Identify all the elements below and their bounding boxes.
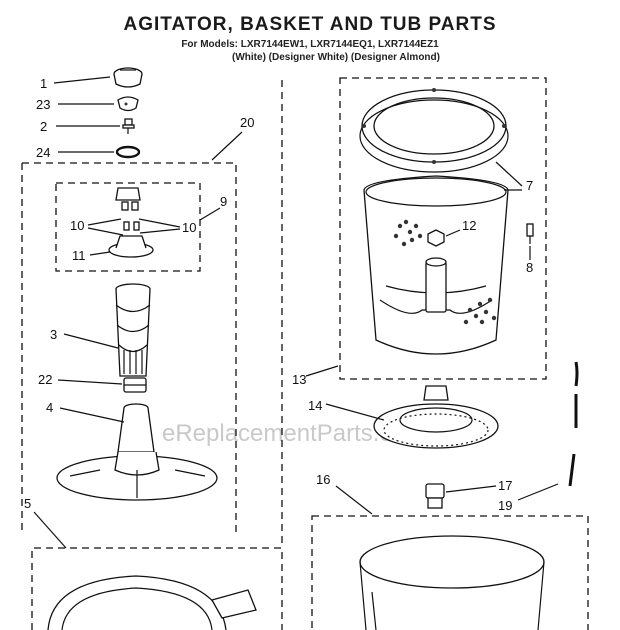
callout-4: 4 — [46, 400, 125, 423]
svg-text:16: 16 — [316, 472, 330, 487]
callout-10-right: 10 — [138, 218, 196, 235]
callout-17: 17 — [445, 478, 512, 493]
agitator-auger — [115, 283, 151, 377]
callout-14: 14 — [308, 398, 385, 421]
models-line: For Models: LXR7144EW1, LXR7144EQ1, LXR7… — [181, 39, 439, 50]
callout-12: 12 — [445, 218, 476, 237]
callout-9: 9 — [199, 194, 227, 221]
tub-bearing — [425, 483, 445, 509]
balance-ring — [359, 88, 509, 173]
tub-outline — [311, 515, 589, 630]
callout-8: 8 — [526, 246, 533, 275]
svg-text:2: 2 — [40, 119, 47, 134]
callout-10-left: 10 — [70, 218, 124, 236]
callout-23: 23 — [36, 97, 114, 112]
diagram-title: AGITATOR, BASKET AND TUB PARTS — [123, 14, 497, 35]
agitator-cap — [113, 67, 143, 88]
colors-line: (White) (Designer White) (Designer Almon… — [232, 52, 440, 63]
svg-text:8: 8 — [526, 260, 533, 275]
o-ring — [115, 145, 141, 159]
svg-text:5: 5 — [24, 496, 31, 511]
callout-3: 3 — [50, 327, 119, 349]
svg-text:13: 13 — [292, 372, 306, 387]
svg-text:10: 10 — [70, 218, 84, 233]
tub-seal-ring — [373, 403, 499, 449]
svg-text:24: 24 — [36, 145, 50, 160]
wash-basket — [363, 175, 509, 355]
callout-1: 1 — [40, 76, 111, 91]
svg-text:20: 20 — [240, 115, 254, 130]
svg-text:17: 17 — [498, 478, 512, 493]
callout-19: 19 — [498, 483, 559, 513]
svg-text:22: 22 — [38, 372, 52, 387]
basket-screw — [526, 223, 534, 244]
callout-22: 22 — [38, 372, 123, 387]
callout-7: 7 — [495, 161, 533, 193]
agitator-dogs — [108, 187, 154, 258]
basket-assembly-outline — [339, 77, 547, 380]
callout-16: 16 — [316, 472, 373, 515]
dogs-kit-outline — [55, 182, 201, 272]
svg-text:23: 23 — [36, 97, 50, 112]
svg-text:4: 4 — [46, 400, 53, 415]
callout-5: 5 — [24, 496, 67, 549]
svg-text:3: 3 — [50, 327, 57, 342]
svg-text:19: 19 — [498, 498, 512, 513]
callout-2: 2 — [40, 119, 120, 134]
cam — [123, 377, 147, 393]
hose — [568, 361, 579, 487]
tub-ring-outline — [31, 547, 283, 630]
svg-text:7: 7 — [526, 178, 533, 193]
cap-insert — [117, 96, 139, 112]
svg-text:9: 9 — [220, 194, 227, 209]
callout-24: 24 — [36, 145, 114, 160]
svg-text:1: 1 — [40, 76, 47, 91]
callout-20: 20 — [211, 115, 254, 161]
agitator-assembly-outline — [22, 162, 237, 535]
callout-11: 11 — [72, 248, 111, 263]
agitator-base — [56, 403, 218, 501]
svg-text:12: 12 — [462, 218, 476, 233]
outer-tub — [359, 535, 545, 630]
svg-text:11: 11 — [72, 248, 86, 263]
tub-ring — [47, 575, 257, 630]
basket-spanner-nut — [427, 229, 445, 247]
agitator-bolt — [122, 118, 135, 134]
basket-drive-hub — [423, 385, 449, 401]
svg-text:10: 10 — [182, 220, 196, 235]
callout-13: 13 — [292, 365, 339, 387]
svg-text:14: 14 — [308, 398, 322, 413]
